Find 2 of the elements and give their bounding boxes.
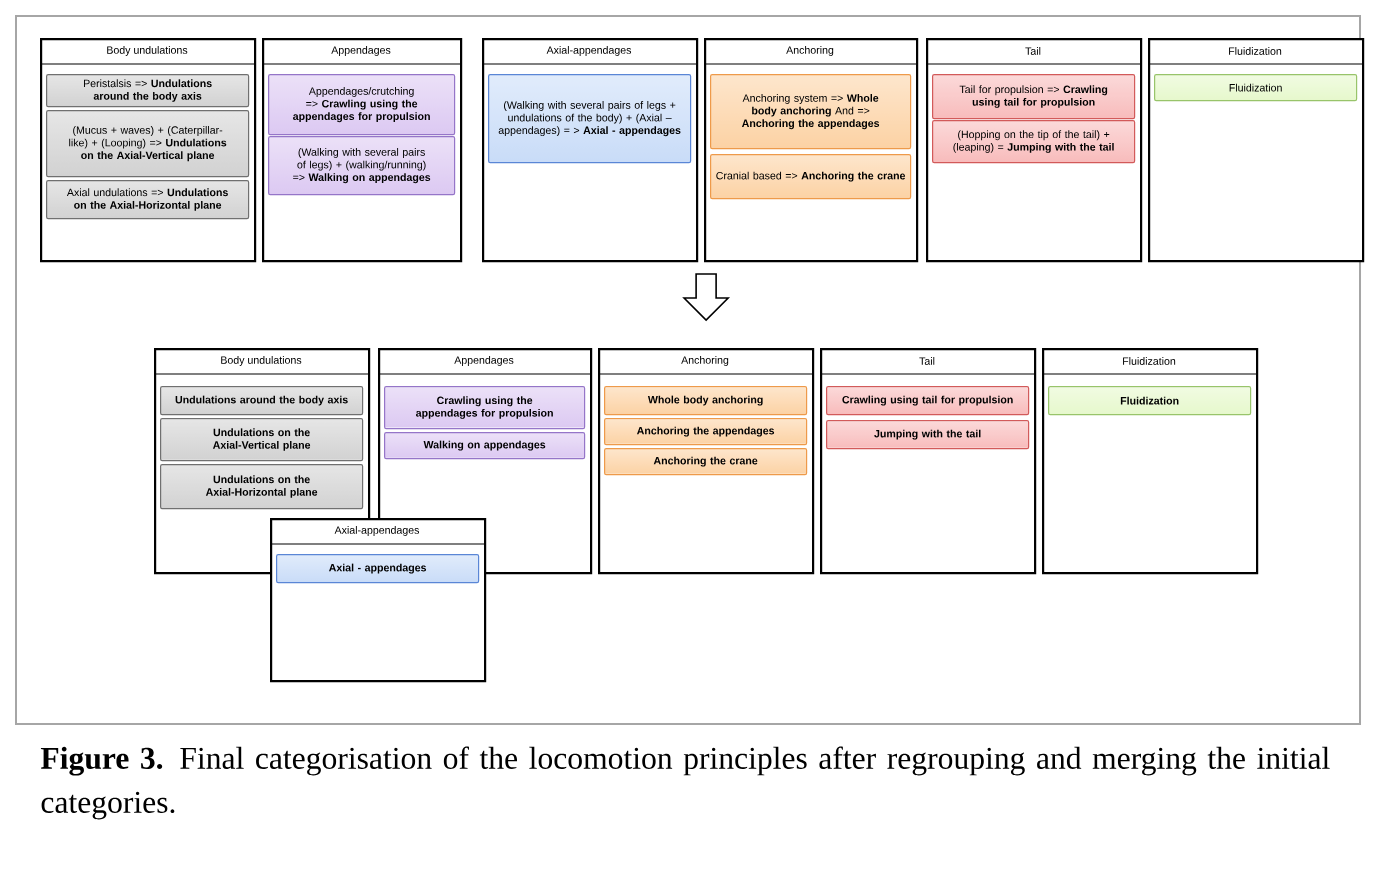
down-arrow: [682, 273, 731, 322]
caption: Figure 3. Final categorisation of the locomotion principles after regrouping and merging the initial categories.: [40, 746, 1330, 820]
